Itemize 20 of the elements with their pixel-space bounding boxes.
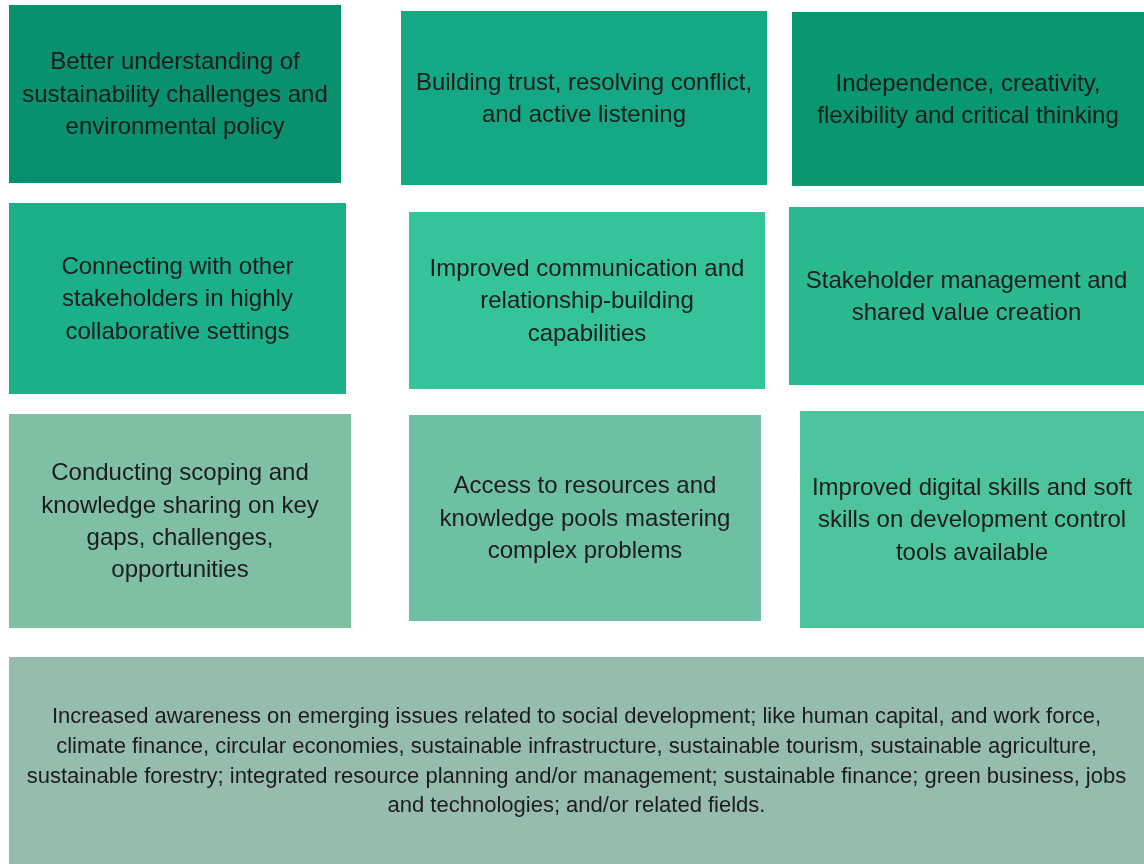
box-text: Access to resources and knowledge pools mastering complex problems [438,470,732,566]
skill-box [792,12,1144,186]
box-text: Stakeholder management and shared value creation [804,264,1129,327]
skill-box [9,203,346,394]
box-text: Improved digital skills and soft skills on development control tools available [810,471,1134,567]
skill-box [409,415,761,621]
box-text: Building trust, resolving conflict, and active listening [414,66,754,129]
box-text: Better understanding of sustainability challenges and environmental policy [21,46,329,142]
box-text: Conducting scoping and knowledge sharing on key gaps, challenges, opportunities [40,457,320,585]
skill-box [409,212,765,389]
skill-box [401,11,767,185]
box-text: Connecting with other stakeholders in highly collaborative settings [60,250,295,346]
box-text: Independence, creativity, flexibility and critical thinking [816,67,1120,130]
box-text: Increased awareness on emerging issues related to social development; like human capital, and work force, climate finance, circular economies, sustainable infrastructure, sustainable tourism, sustainable agriculture, sustainable forestry; integrated resource planning and/or management; sustainable finance; green business, jobs and technologies; and/or related fields. [25,702,1128,820]
skill-box [789,207,1144,385]
box-text: Improved communication and relationship-building capabilities [428,252,746,348]
skill-box [800,411,1144,628]
skill-box [9,414,351,628]
skill-box [9,5,341,183]
skill-box [9,657,1144,864]
